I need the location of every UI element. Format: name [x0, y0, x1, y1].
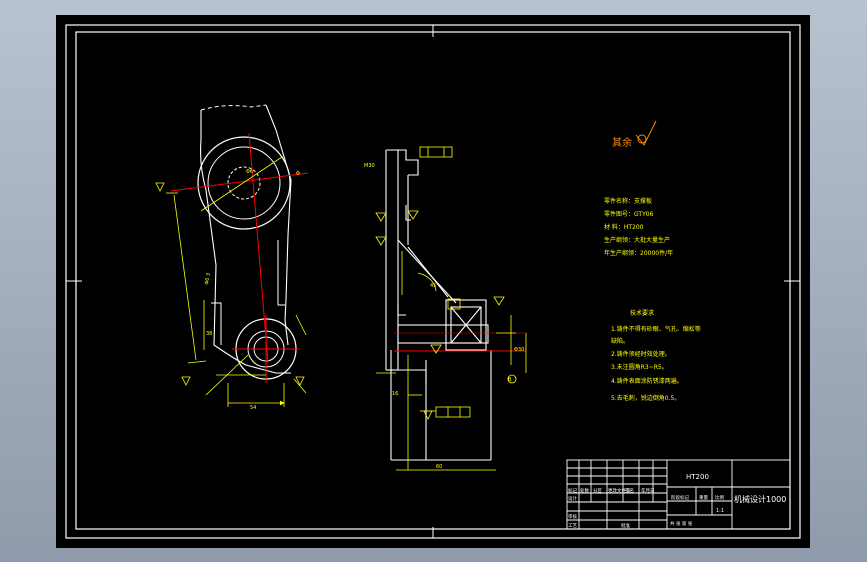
tb-check-label: 审核 — [568, 513, 577, 520]
left-view[interactable]: Φ6 3 54 38 Φ6 Φ — [155, 104, 309, 411]
tb-weight-label: 重量 — [699, 494, 708, 501]
tech-req-title: 技术要求 — [630, 309, 654, 317]
svg-text:M30: M30 — [364, 163, 375, 169]
tech-req-line: 5.去毛刺，锐边倒角0.5。 — [611, 394, 680, 402]
tech-req-line: 4.铸件表面涂防锈漆两遍。 — [611, 377, 683, 385]
roughness-note: 其余 — [612, 136, 632, 149]
svg-text:45°: 45° — [430, 283, 439, 289]
roughness-symbol: 其余 — [612, 120, 657, 149]
svg-text:54: 54 — [250, 405, 256, 411]
part-title: 机械设计1000 — [734, 494, 786, 504]
outer-border — [65, 24, 801, 539]
tb-approve-label: 批准 — [621, 522, 630, 529]
svg-text:Φ30: Φ30 — [514, 347, 524, 353]
tb-ratio-label: 比例 — [715, 494, 724, 501]
tb-stage-label: 阶段标记 — [671, 494, 689, 501]
inner-border — [75, 31, 791, 530]
tb-header-cell: 分区 — [593, 487, 602, 494]
tb-header-cell: 签名 — [625, 487, 634, 494]
section-view[interactable]: M30 60 Φ30 45° 16 B — [364, 146, 527, 471]
title-block: 标记 处数 分区 更改文件号 签名 年月日 设计 审核 工艺 批准 阶段标记 重… — [566, 459, 791, 530]
material-label: HT200 — [686, 473, 709, 481]
tech-req-line: 1.铸件不得有砂眼、气孔、缩松等 — [611, 325, 701, 333]
tb-header-cell: 标记 — [568, 487, 577, 494]
spec-line: 零件图号：GTY06 — [604, 210, 654, 218]
svg-text:16: 16 — [392, 391, 398, 397]
tb-header-cell: 处数 — [580, 487, 589, 494]
tech-req-line: 3.未注圆角R3~R5。 — [611, 363, 668, 371]
svg-text:Φ: Φ — [296, 171, 300, 177]
spec-line: 生产纲领：大批大量生产 — [604, 236, 670, 244]
cad-viewport[interactable]: Φ6 3 54 38 Φ6 Φ — [56, 15, 810, 548]
svg-text:Φ6: Φ6 — [246, 169, 253, 175]
svg-text:B: B — [508, 377, 512, 383]
svg-text:60: 60 — [436, 464, 442, 470]
part-spec-block: 零件名称：支撑板 零件图号：GTY06 材 料：HT200 生产纲领：大批大量生… — [604, 197, 673, 257]
drawing-canvas[interactable]: Φ6 3 54 38 Φ6 Φ — [56, 15, 810, 548]
spec-line: 材 料：HT200 — [604, 223, 644, 231]
tb-header-cell: 年月日 — [641, 487, 655, 494]
spec-line: 年生产纲领：20000件/年 — [604, 249, 673, 257]
tb-header-cell: 更改文件号 — [608, 487, 631, 494]
tech-req-line: 缺陷。 — [611, 337, 629, 345]
spec-line: 零件名称：支撑板 — [604, 197, 652, 205]
centering-marks — [66, 25, 800, 538]
tb-craft-label: 工艺 — [568, 523, 577, 529]
tb-sheet-label: 共 张 第 张 — [670, 520, 693, 527]
scale-value: 1:1 — [716, 508, 724, 514]
svg-text:Φ6 3: Φ6 3 — [204, 273, 212, 286]
svg-text:38: 38 — [206, 331, 212, 337]
tech-req-line: 2.铸件须经时效处理。 — [611, 350, 671, 358]
tb-design-label: 设计 — [568, 495, 577, 502]
technical-requirements: 技术要求 1.铸件不得有砂眼、气孔、缩松等 缺陷。 2.铸件须经时效处理。 3.… — [611, 309, 701, 402]
